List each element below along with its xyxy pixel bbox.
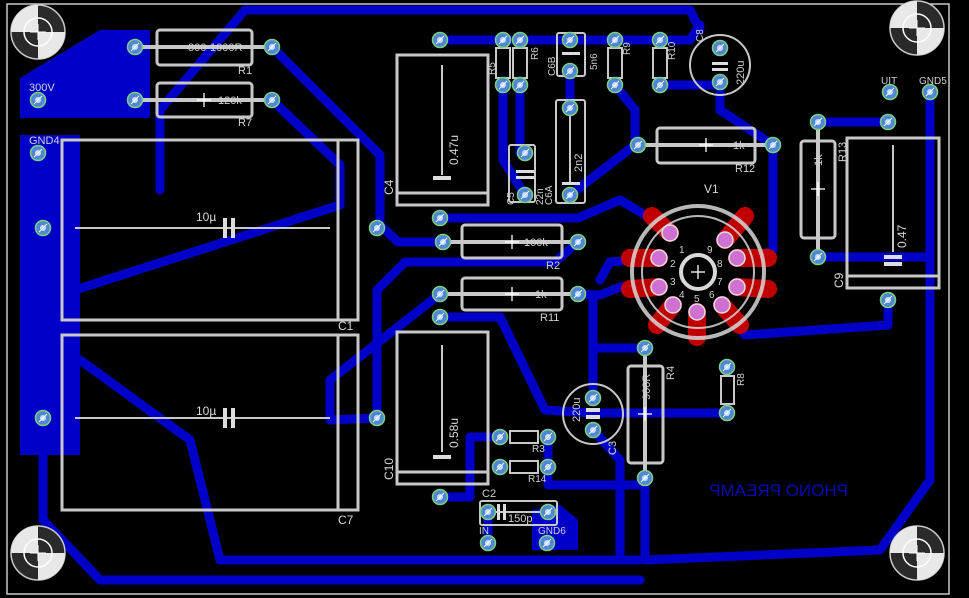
- connector-gnd6-label: GND6: [538, 526, 566, 537]
- v1-pin-8: 8: [717, 259, 723, 270]
- r3-label: R3: [532, 444, 545, 455]
- connector-in[interactable]: IN: [479, 526, 497, 552]
- resistor-r10[interactable]: R10: [651, 31, 679, 94]
- v1-pin-6: 6: [709, 290, 715, 301]
- c1-value: 10µ: [196, 210, 216, 224]
- resistor-r2[interactable]: 100k R2: [434, 223, 587, 272]
- v1-pin-1: 1: [679, 245, 685, 256]
- resistor-r13[interactable]: 1k R13: [799, 113, 849, 266]
- capacitor-c3[interactable]: 220u C3: [562, 383, 624, 455]
- r2-label: R2: [546, 260, 560, 272]
- board-outline: [6, 3, 950, 595]
- connector-gnd4[interactable]: GND4: [29, 135, 60, 162]
- c9-value: 0.47: [895, 224, 909, 248]
- r6-label: R6: [530, 47, 541, 60]
- r12-label: R12: [735, 163, 755, 175]
- connector-gnd6[interactable]: GND6: [538, 526, 566, 552]
- connector-uit-label: UIT: [881, 76, 897, 87]
- resistor-r1[interactable]: 300-1000R R1: [126, 28, 281, 77]
- c2-label: C2: [482, 488, 496, 500]
- connector-gnd5[interactable]: GND5: [919, 76, 947, 101]
- v1-pin-9: 9: [707, 245, 713, 256]
- c1-label: C1: [338, 319, 354, 333]
- v1-label: V1: [704, 182, 719, 196]
- mounting-hole-bottom-left: [10, 525, 66, 581]
- c7-value: 10µ: [196, 404, 216, 418]
- r5-label: R5: [487, 62, 498, 75]
- c5-label: C5: [506, 192, 517, 205]
- r7-value: 120k: [218, 95, 242, 107]
- connector-in-label: IN: [479, 526, 489, 537]
- c4-label: C4: [382, 179, 396, 195]
- c6b-label: C6B: [547, 56, 558, 76]
- connector-uit[interactable]: UIT: [881, 76, 899, 101]
- c7-label: C7: [338, 513, 354, 527]
- gnd-pour: [20, 135, 80, 455]
- c3-label: C3: [607, 441, 619, 455]
- v1-pin-4: 4: [679, 290, 685, 301]
- mounting-hole-top-right: [889, 0, 945, 56]
- resistor-r4[interactable]: 900R R4: [626, 339, 677, 487]
- connector-300v[interactable]: 300V: [29, 82, 55, 109]
- r12-value: 1k: [733, 140, 745, 152]
- c10-label: C10: [382, 458, 396, 480]
- r11-label: R11: [540, 312, 559, 324]
- resistor-r7[interactable]: 120k R7: [126, 81, 281, 129]
- r1-label: R1: [238, 65, 252, 77]
- resistor-r11[interactable]: 1k R11: [431, 276, 587, 324]
- capacitor-c7[interactable]: 10µ C7: [34, 333, 386, 527]
- hv-pour: [20, 30, 150, 118]
- c6a-label: C6A: [544, 185, 555, 205]
- resistor-r5[interactable]: R5: [487, 31, 512, 94]
- c6b-value: 5n6: [589, 53, 600, 70]
- connector-gnd4-label: GND4: [29, 135, 60, 147]
- c3-value: 220u: [571, 398, 583, 422]
- tube-socket-v1[interactable]: 1 2 3 4 5 6 7 8 9 V1: [621, 182, 777, 346]
- capacitor-c10[interactable]: 0.58u C10: [382, 308, 490, 506]
- capacitor-c5[interactable]: C5 22n: [506, 144, 546, 205]
- r14-label: R14: [528, 474, 547, 485]
- r13-value: 1k: [813, 154, 825, 166]
- capacitor-c9[interactable]: 0.47 C9: [832, 113, 941, 309]
- v1-pin-3: 3: [670, 277, 676, 288]
- resistor-r8[interactable]: R8: [718, 358, 748, 422]
- capacitor-c2[interactable]: 150p C2: [479, 488, 558, 526]
- c9-label: C9: [832, 272, 846, 288]
- mounting-hole-top-left: [10, 4, 66, 60]
- v1-pin-5: 5: [694, 294, 700, 305]
- capacitor-c4[interactable]: 0.47u C4: [382, 31, 490, 227]
- c8-label: C8: [695, 29, 706, 42]
- board-title-mirrored: PHONO PREAMP: [709, 481, 848, 500]
- c5-value: 22n: [535, 188, 546, 205]
- c2-value: 150p: [508, 513, 532, 525]
- capacitor-c6a[interactable]: C6A 2n2: [544, 99, 586, 205]
- c8-value: 220u: [735, 61, 747, 85]
- r1-value: 300-1000R: [188, 42, 242, 54]
- r9-label: R9: [622, 42, 633, 55]
- c6a-value: 2n2: [573, 154, 585, 172]
- resistor-r12[interactable]: 1k R12: [629, 126, 782, 175]
- capacitor-c8[interactable]: C8 220u: [689, 29, 751, 96]
- resistor-r3[interactable]: R3: [491, 428, 557, 456]
- r4-value: 900R: [641, 374, 653, 400]
- resistor-r9[interactable]: R9: [606, 31, 634, 94]
- resistor-r6[interactable]: R6: [511, 31, 542, 94]
- c4-value: 0.47u: [447, 135, 461, 165]
- connector-gnd5-label: GND5: [919, 76, 947, 87]
- mounting-hole-bottom-right: [889, 525, 945, 581]
- v1-pin-2: 2: [670, 259, 676, 270]
- r4-label: R4: [665, 366, 677, 380]
- r11-value: 1k: [535, 289, 547, 301]
- r2-value: 100k: [524, 237, 548, 249]
- c10-value: 0.58u: [447, 418, 461, 448]
- resistor-r14[interactable]: R14: [491, 458, 557, 486]
- r8-label: R8: [736, 373, 747, 386]
- capacitor-c6b[interactable]: C6B 5n6: [547, 31, 600, 80]
- v1-pin-7: 7: [717, 277, 723, 288]
- r10-label: R10: [667, 41, 678, 60]
- connector-300v-label: 300V: [29, 82, 55, 94]
- capacitor-c1[interactable]: 10µ C1: [34, 138, 386, 333]
- r7-label: R7: [238, 117, 252, 129]
